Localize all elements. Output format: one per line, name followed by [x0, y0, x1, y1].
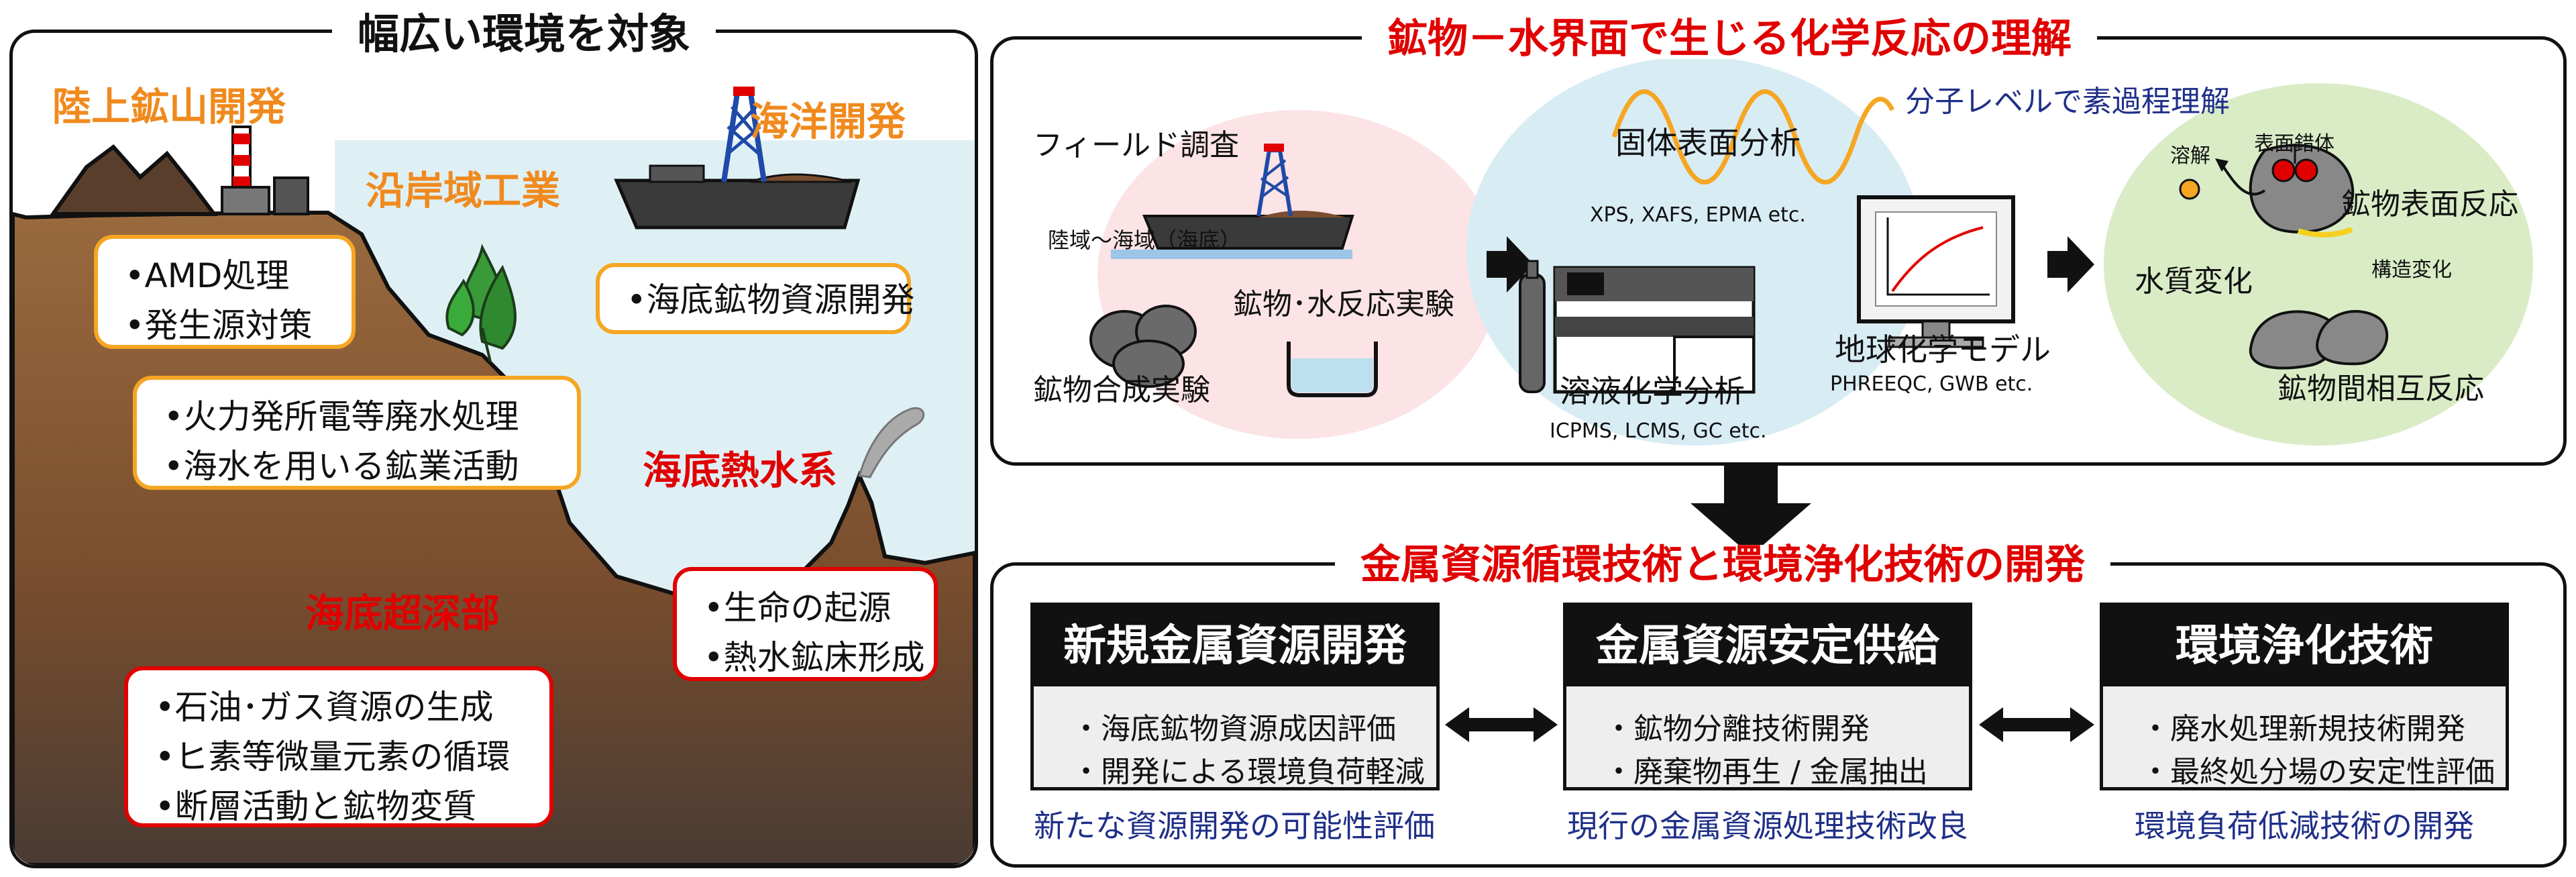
box-seafloor-resource: •海底鉱物資源開発: [596, 263, 915, 334]
box-deep: •石油･ガス資源の生成 •ヒ素等微量元素の循環 •断層活動と鉱物変質: [124, 666, 553, 827]
card-env-cleanup: 環境浄化技術 ・廃水処理新規技術開発 ・最終処分場の安定性評価: [2100, 603, 2509, 790]
label-surface-analysis: 固体表面分析: [1615, 125, 1801, 161]
label-inter-reaction: 鉱物間相互反応: [2277, 372, 2484, 406]
label-geochem-model: 地球化学モデル: [1835, 331, 2051, 368]
caption-env-cleanup: 環境負荷低減技術の開発: [2135, 808, 2474, 844]
label-land-sea: 陸域～海域（海底）: [1048, 227, 1242, 253]
label-solution-analysis: 溶液化学分析: [1560, 373, 1745, 409]
box-seafloor-line: •海底鉱物資源開発: [627, 280, 915, 319]
label-surface-complex: 表面錯体: [2254, 132, 2334, 156]
box-thermal: •火力発所電等廃水処理 •海水を用いる鉱業活動: [133, 376, 581, 490]
label-deep-sea: 海底超深部: [305, 590, 500, 636]
box-deep-line: •ヒ素等微量元素の循環: [155, 737, 511, 776]
box-origin-line: •熱水鉱床形成: [704, 638, 925, 677]
box-deep-line: •石油･ガス資源の生成: [155, 688, 494, 727]
card-item: ・最終処分場の安定性評価: [2141, 755, 2495, 789]
box-amd: •AMD処理 •発生源対策: [94, 235, 356, 349]
box-deep-line: •断層活動と鉱物変質: [155, 787, 477, 826]
label-solution-methods: ICPMS, LCMS, GC etc.: [1550, 419, 1767, 443]
card-new-resource: 新規金属資源開発 ・海底鉱物資源成因評価 ・開発による環境負荷軽減: [1030, 603, 1440, 790]
card-title: 金属資源安定供給: [1566, 606, 1969, 686]
left-panel-title: 幅広い環境を対象: [332, 13, 716, 55]
box-thermal-line: •海水を用いる鉱業活動: [164, 447, 519, 486]
label-surface-methods: XPS, XAFS, EPMA etc.: [1590, 203, 1806, 227]
double-arrow-icon: [1979, 707, 2094, 742]
top-panel-title: 鉱物－水界面で生じる化学反応の理解: [1362, 19, 2097, 59]
card-title: 環境浄化技術: [2103, 606, 2506, 686]
card-item: ・廃水処理新規技術開発: [2141, 712, 2465, 746]
process-illustration: [1089, 56, 2533, 446]
box-origin-line: •生命の起源: [704, 588, 892, 627]
card-item: ・開発による環境負荷軽減: [1071, 755, 1425, 789]
label-model-methods: PHREEQC, GWB etc.: [1830, 372, 2033, 396]
label-surface-reaction: 鉱物表面反応: [2341, 187, 2518, 221]
card-item: ・鉱物分離技術開発: [1604, 712, 1870, 746]
bottom-panel-title: 金属資源循環技術と環境浄化技術の開発: [1335, 545, 2110, 585]
caption-stable-supply: 現行の金属資源処理技術改良: [1567, 808, 1968, 844]
label-struct-change: 構造変化: [2371, 258, 2452, 282]
box-origin: •生命の起源 •熱水鉱床形成: [673, 567, 938, 681]
double-arrow-icon: [1445, 707, 1558, 742]
card-stable-supply: 金属資源安定供給 ・鉱物分離技術開発 ・廃棄物再生 / 金属抽出: [1563, 603, 1972, 790]
label-field-survey: フィールド調査: [1033, 128, 1240, 162]
down-arrow-icon: [1690, 463, 1811, 556]
label-reaction-exp: 鉱物･水反応実験: [1233, 287, 1454, 321]
label-dissolve: 溶解: [2170, 144, 2210, 168]
caption-new-resource: 新たな資源開発の可能性評価: [1034, 808, 1435, 844]
label-ocean: 海洋開発: [750, 99, 906, 144]
label-synthesis: 鉱物合成実験: [1033, 373, 1210, 407]
box-amd-line: •AMD処理: [125, 256, 290, 295]
molecular-note: 分子レベルで素過程理解: [1905, 85, 2230, 119]
label-land-mining: 陸上鉱山開発: [52, 84, 286, 130]
card-title: 新規金属資源開発: [1034, 606, 1436, 686]
box-thermal-line: •火力発所電等廃水処理: [164, 397, 519, 436]
card-item: ・海底鉱物資源成因評価: [1071, 712, 1396, 746]
box-amd-line: •発生源対策: [125, 306, 313, 345]
label-hydrothermal: 海底熱水系: [643, 448, 838, 493]
card-item: ・廃棄物再生 / 金属抽出: [1604, 755, 1928, 789]
label-coastal: 沿岸域工業: [366, 168, 561, 213]
label-water-change: 水質変化: [2135, 264, 2253, 299]
